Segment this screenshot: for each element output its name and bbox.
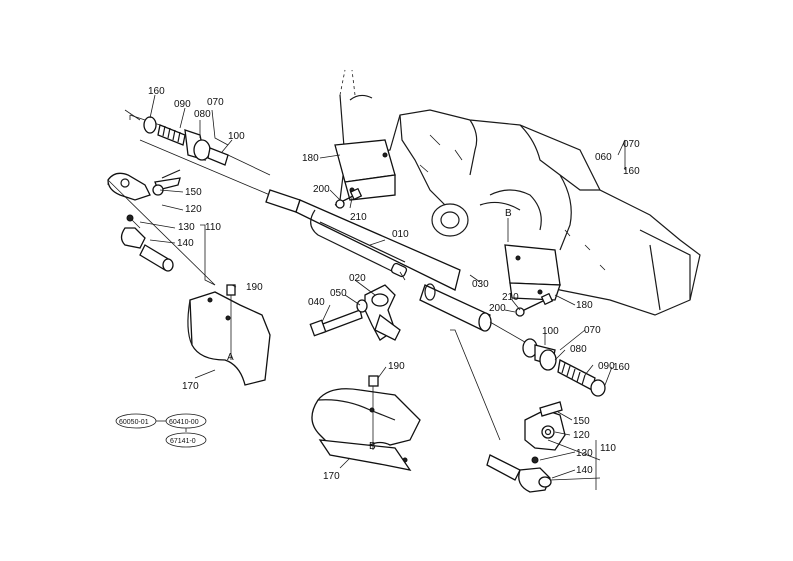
label-060: 060 — [595, 152, 612, 163]
label-140-right: 140 — [576, 465, 593, 476]
label-120-left: 120 — [185, 204, 202, 215]
cover-170-left — [187, 284, 271, 386]
label-030: 030 — [472, 279, 489, 290]
label-080-right: 080 — [570, 344, 587, 355]
label-050: 050 — [330, 288, 347, 299]
tie-rod-right — [450, 329, 606, 441]
label-130-left: 130 — [178, 222, 195, 233]
label-180-right: 180 — [576, 300, 593, 311]
label-010: 010 — [392, 229, 409, 240]
bolt-040 — [309, 309, 363, 337]
label-200-top: 200 — [313, 184, 330, 195]
label-130-right: 130 — [576, 448, 593, 459]
axle-housing — [339, 69, 701, 316]
leader-lines — [124, 94, 626, 490]
serial-oval-3: 67141-0 — [170, 438, 196, 445]
label-040: 040 — [308, 297, 325, 308]
label-110-left: 110 — [205, 222, 221, 233]
bolt-200-210-upper — [334, 187, 363, 209]
label-020: 020 — [349, 273, 366, 284]
serial-ovals: 60050-01 60410-00 67141-0 — [115, 413, 207, 448]
label-200-right: 200 — [489, 303, 506, 314]
label-070-right-lower: 070 — [584, 325, 601, 336]
label-180-top: 180 — [302, 153, 319, 164]
label-100-right: 100 — [542, 326, 559, 337]
cover-170-center — [311, 375, 421, 471]
bolt-200-210-lower — [515, 292, 554, 317]
label-170-left: 170 — [182, 381, 199, 392]
label-210-top: 210 — [350, 212, 367, 223]
label-090-right: 090 — [598, 361, 615, 372]
label-120-right: 120 — [573, 430, 590, 441]
label-160-top: 160 — [148, 86, 165, 97]
serial-oval-1: 60050-01 — [119, 419, 149, 426]
label-080-top: 080 — [194, 109, 211, 120]
label-070-top: 070 — [207, 97, 224, 108]
knuckle-left — [107, 169, 216, 286]
label-160-right-lower: 160 — [613, 362, 630, 373]
label-160-right: 160 — [623, 166, 640, 177]
label-150-left: 150 — [185, 187, 202, 198]
serial-oval-2: 60410-00 — [169, 419, 199, 426]
label-B-center: B — [369, 441, 376, 452]
bracket-180-upper — [334, 139, 396, 201]
label-B-top: B — [505, 208, 512, 219]
washer-050 — [356, 299, 368, 313]
pitman-arm-020 — [364, 284, 401, 341]
label-A: A — [227, 352, 234, 363]
knuckle-right — [486, 401, 601, 493]
label-210-right: 210 — [502, 292, 519, 303]
label-100-top: 100 — [228, 131, 245, 142]
drag-link-tube — [139, 139, 531, 346]
label-070-right: 070 — [623, 139, 640, 150]
label-110-right: 110 — [600, 443, 616, 454]
bracket-180-lower — [504, 244, 561, 301]
label-140-left: 140 — [177, 238, 194, 249]
label-190-left: 190 — [246, 282, 263, 293]
label-190-center: 190 — [388, 361, 405, 372]
label-090-top: 090 — [174, 99, 191, 110]
label-150-right: 150 — [573, 416, 590, 427]
label-170-center: 170 — [323, 471, 340, 482]
part-labels: 160 090 070 080 100 150 120 130 110 140 … — [148, 86, 640, 482]
